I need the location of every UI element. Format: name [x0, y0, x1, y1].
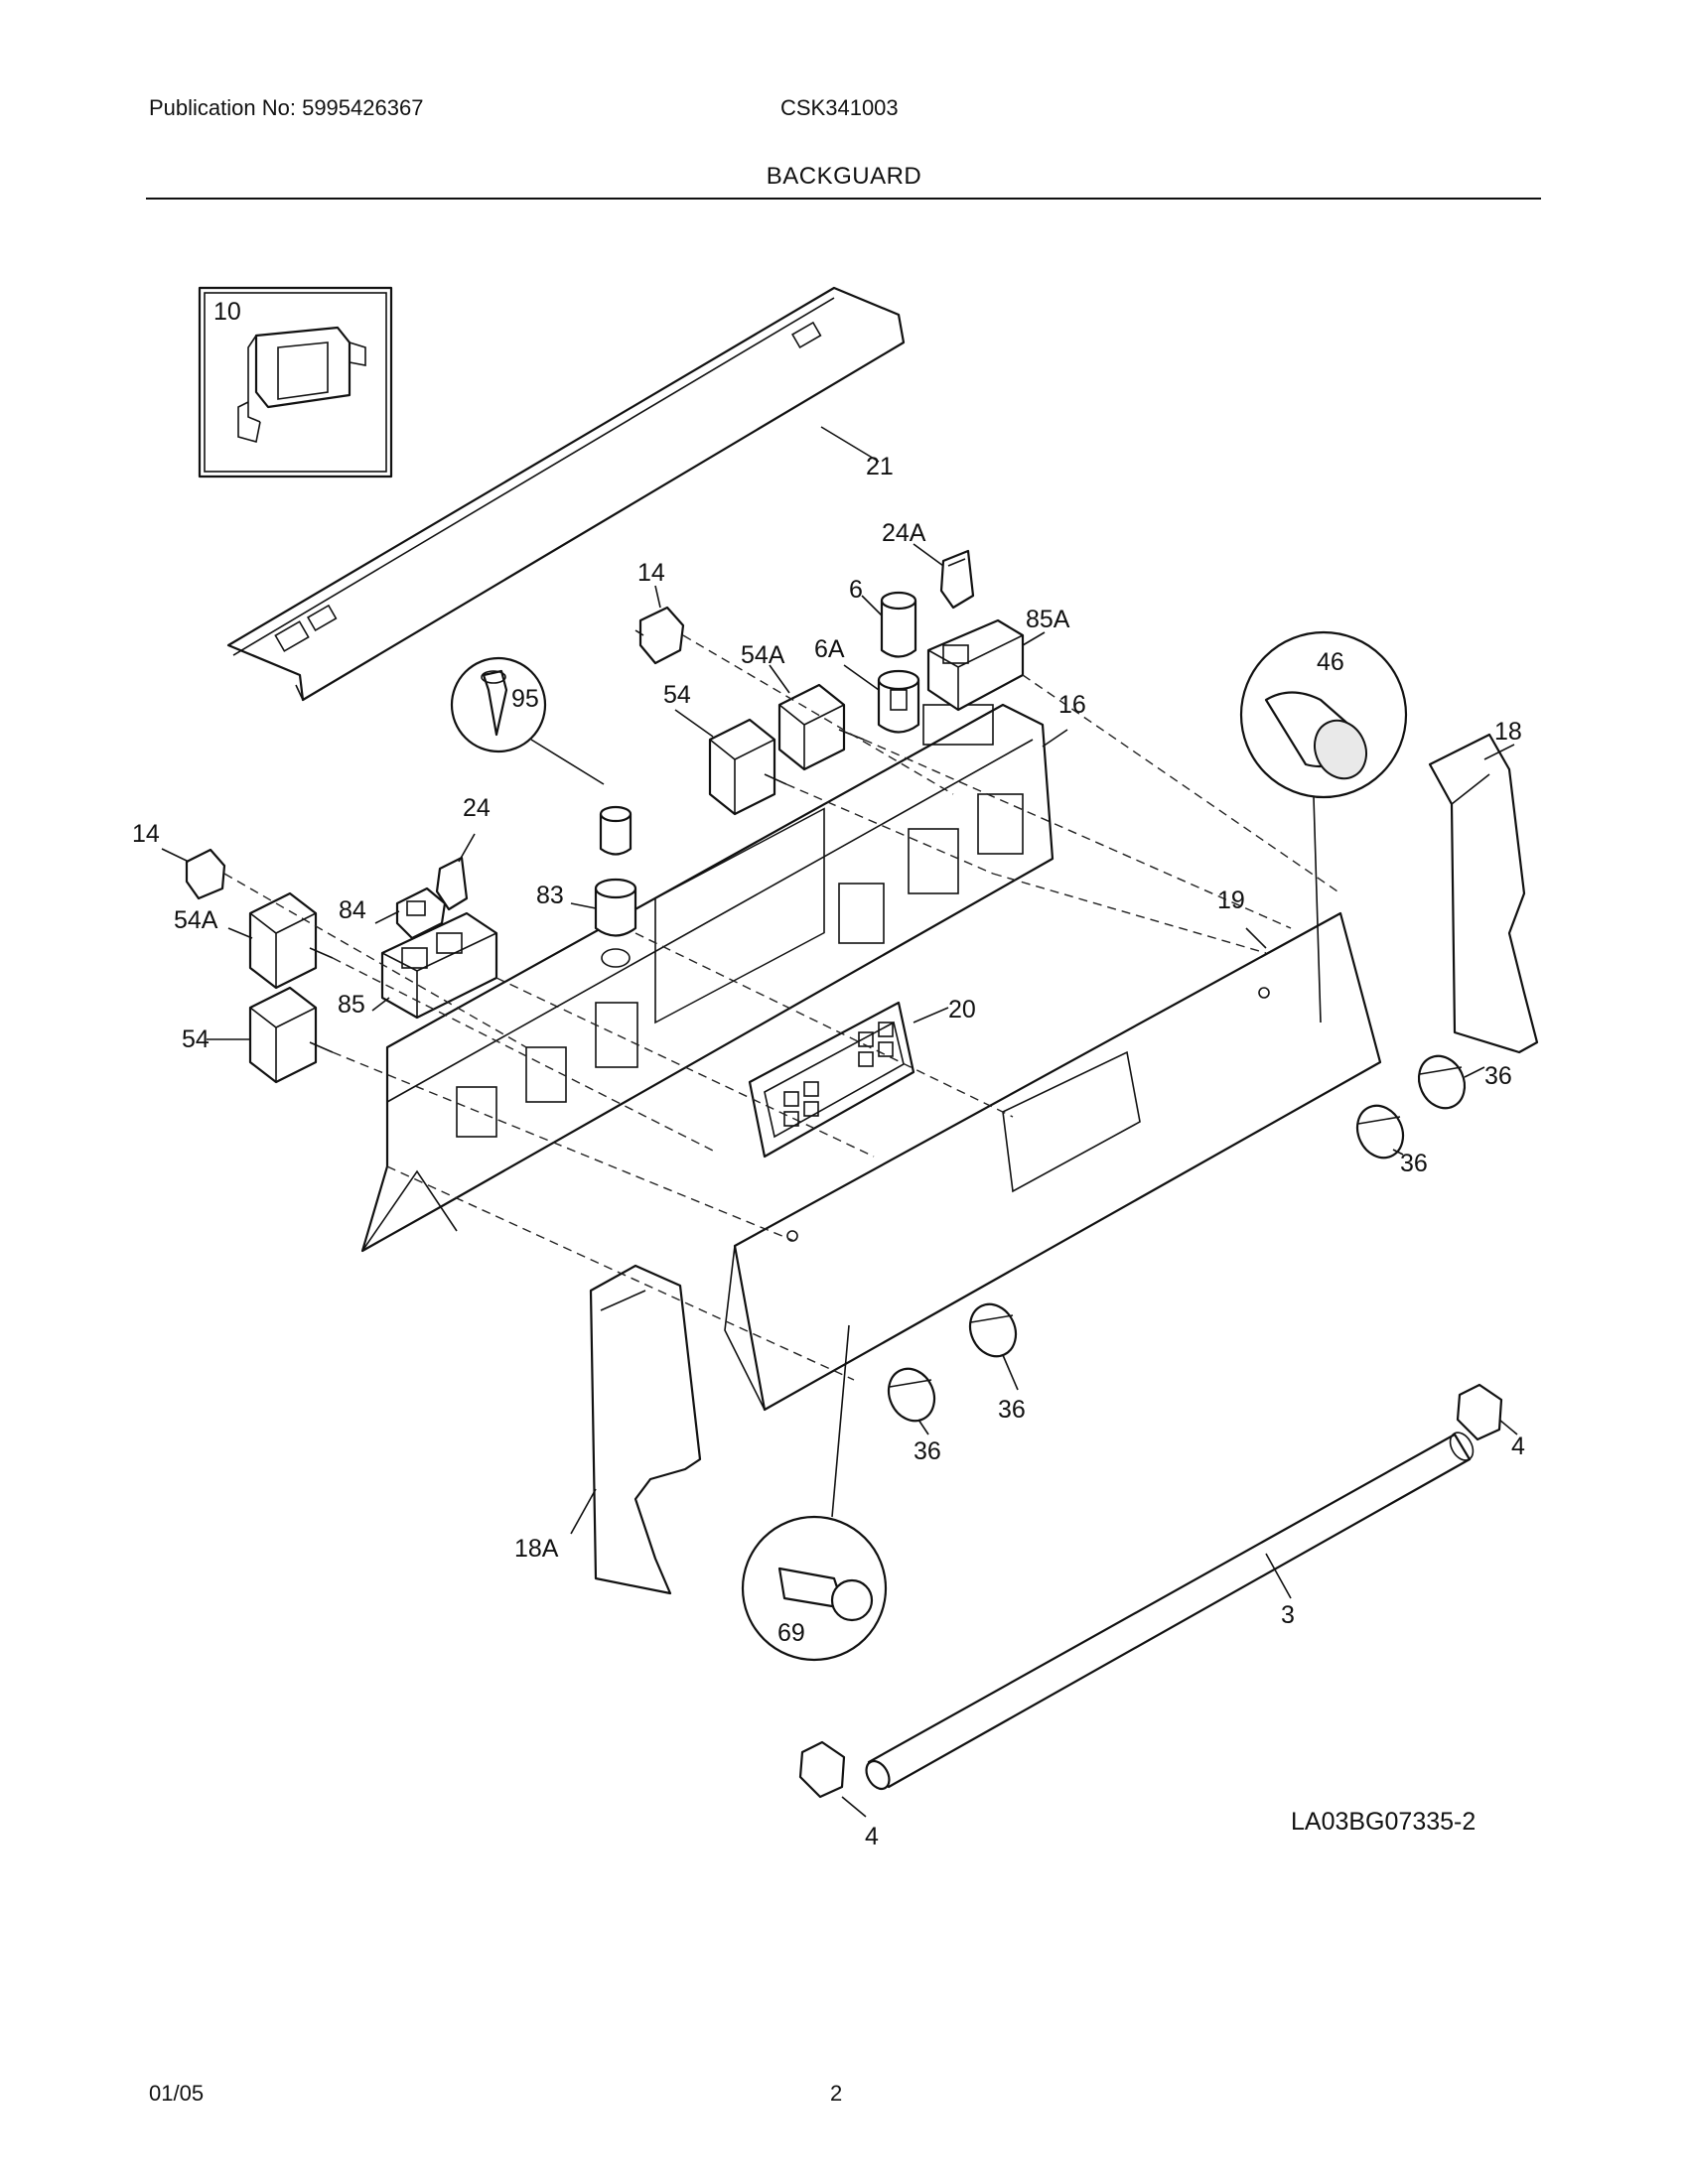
- callout-14-left: 14: [132, 820, 160, 848]
- leader-4-left: [841, 1796, 867, 1818]
- leader-6: [861, 595, 883, 616]
- front-panel: [724, 911, 1382, 1412]
- indicator-light-6: [880, 591, 917, 658]
- leader-84: [374, 910, 400, 924]
- relay-54-left: [248, 986, 334, 1084]
- knob-36-center-left: [887, 1367, 936, 1423]
- handle-end-bracket-left: [798, 1740, 846, 1799]
- leader-54A-left: [227, 927, 253, 939]
- callout-46: 46: [1317, 648, 1344, 676]
- callout-83: 83: [536, 882, 564, 909]
- leader-4-right: [1498, 1419, 1518, 1435]
- leader-36b: [1392, 1149, 1404, 1156]
- callout-95: 95: [511, 685, 539, 713]
- callout-85A: 85A: [1026, 606, 1070, 633]
- callout-6A: 6A: [814, 635, 845, 663]
- callout-18: 18: [1494, 718, 1522, 746]
- callout-3: 3: [1281, 1601, 1295, 1629]
- handle-end-bracket-right: [1456, 1383, 1503, 1441]
- light-socket-6A: [877, 669, 920, 734]
- rocker-switch-24A: [939, 549, 975, 610]
- header-rule: [146, 198, 1541, 200]
- switch-housing-85A: [926, 618, 1025, 712]
- leader-20: [913, 1007, 949, 1024]
- callout-54-top: 54: [663, 681, 691, 709]
- terminal-block-14-left: [185, 848, 226, 900]
- right-end-cap: [1428, 733, 1539, 1054]
- switch-84: [395, 887, 447, 940]
- leader-24: [458, 833, 476, 863]
- callout-36-a: 36: [1484, 1062, 1512, 1090]
- relay-54A-top: [777, 683, 865, 771]
- callout-16: 16: [1058, 691, 1086, 719]
- publication-number: Publication No: 5995426367: [149, 95, 424, 120]
- callout-54A-left: 54A: [174, 906, 218, 934]
- leader-3: [1265, 1553, 1292, 1599]
- leader-21: [820, 426, 880, 463]
- relay-54A-left: [248, 891, 334, 990]
- knob-36-center-right: [968, 1302, 1018, 1358]
- leader-16: [1042, 729, 1068, 748]
- callout-20: 20: [948, 996, 976, 1024]
- detail-circle-69: [741, 1324, 888, 1662]
- callout-36-d: 36: [998, 1396, 1026, 1424]
- leader-85: [371, 997, 390, 1012]
- callout-85: 85: [338, 991, 365, 1019]
- leader-36a: [1464, 1066, 1485, 1078]
- callout-36-b: 36: [1400, 1150, 1428, 1177]
- callout-54A-top: 54A: [741, 641, 785, 669]
- knob-36-right-lower: [1355, 1104, 1405, 1160]
- leader-24A: [913, 543, 944, 567]
- callout-19: 19: [1217, 887, 1245, 914]
- relay-54-top: [708, 718, 787, 816]
- model-number: CSK341003: [780, 95, 899, 120]
- callout-18A: 18A: [514, 1535, 559, 1563]
- callout-69: 69: [777, 1619, 805, 1647]
- leader-36d: [1002, 1354, 1019, 1391]
- detail-circle-46: [1239, 630, 1408, 1024]
- section-title: BACKGUARD: [766, 163, 922, 190]
- callout-24: 24: [463, 794, 491, 822]
- callout-6: 6: [849, 576, 863, 604]
- leader-19: [1245, 927, 1267, 949]
- leader-18: [1483, 744, 1515, 760]
- leader-36c: [917, 1419, 929, 1435]
- electronic-oven-control: [748, 1001, 915, 1159]
- callout-10: 10: [213, 298, 241, 326]
- rocker-switch-24: [435, 856, 469, 911]
- leader-83: [570, 902, 597, 909]
- footer-date: 01/05: [149, 2081, 205, 2106]
- detail-circle-95: [450, 656, 605, 785]
- callout-14-top: 14: [637, 559, 665, 587]
- leader-14-top: [654, 585, 661, 609]
- leader-85A: [1022, 631, 1046, 646]
- leader-18A: [570, 1488, 597, 1535]
- leader-54-top: [674, 709, 714, 738]
- assembly-guide-lines: [223, 634, 1341, 1381]
- callout-36-c: 36: [914, 1437, 941, 1465]
- leader-14-left: [161, 848, 190, 863]
- callout-4-left: 4: [865, 1823, 879, 1850]
- drawing-code: LA03BG07335-2: [1291, 1808, 1476, 1836]
- knob-36-right-upper: [1417, 1054, 1467, 1110]
- callout-4-right: 4: [1511, 1433, 1525, 1460]
- light-socket-83: [594, 805, 637, 968]
- callout-24A: 24A: [882, 519, 926, 547]
- left-end-cap: [589, 1264, 702, 1595]
- leader-6A: [843, 664, 880, 691]
- callout-21: 21: [866, 453, 894, 480]
- terminal-block-14-top: [634, 606, 685, 665]
- callout-84: 84: [339, 896, 366, 924]
- footer-page-number: 2: [830, 2081, 843, 2106]
- callout-54-left: 54: [182, 1025, 210, 1053]
- top-trim: [226, 286, 906, 702]
- oven-door-handle: [865, 1432, 1475, 1791]
- leader-54A-top: [769, 664, 790, 694]
- inset-box-transformer: [198, 286, 393, 478]
- control-panel-frame: [360, 703, 1055, 1253]
